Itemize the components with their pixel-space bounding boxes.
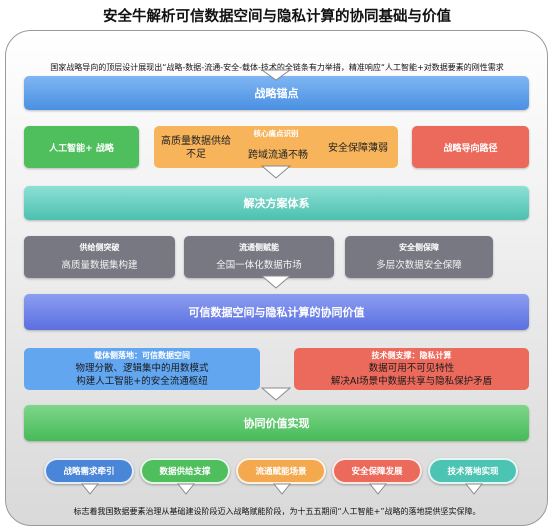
tech-side-box: 技术侧支撑：隐私计算 数据可用不可见特性 解决AI场景中数据共享与隐私保护矛盾 [294, 348, 529, 390]
solution-card-desc: 全国一体化数据市场 [216, 260, 302, 271]
pain-point-item: 安全保障薄弱 [328, 142, 388, 154]
page-title: 安全牛解析可信数据空间与隐私计算的协同基础与价值 [103, 8, 451, 25]
pill-tech-landing: 技术落地实现 [428, 458, 518, 484]
top-note: 国家战略导向的顶层设计展现出“战略-数据-流通-安全-载体-技术的全链条有力举措… [50, 62, 504, 72]
solution-card-desc: 多层次数据安全保障 [376, 260, 462, 271]
core-pain-points-title: 核心痛点识别 [253, 128, 299, 138]
carrier-side-box: 载体侧落地：可信数据空间 物理分散、逻辑集中的用数模式 构建人工智能+的安全流通… [24, 348, 260, 390]
band-solution-system: 解决方案体系 [24, 186, 529, 220]
pill-data-supply: 数据供给支撑 [140, 458, 230, 484]
solution-card-supply: 供给侧突破 高质量数据集构建 [24, 236, 175, 278]
band-synergy-value: 可信数据空间与隐私计算的协同价值 [24, 294, 529, 330]
pill-strategy-demand: 战略需求牵引 [44, 458, 134, 484]
tech-side-line: 解决AI场景中数据共享与隐私保护矛盾 [330, 376, 493, 387]
solution-card-security: 安全侧保障 多层次数据安全保障 [345, 236, 493, 278]
tech-side-line: 数据可用不可见特性 [368, 363, 455, 374]
solution-card-circulation: 流通侧赋能 全国一体化数据市场 [184, 236, 334, 278]
tech-side-title: 技术侧支撑：隐私计算 [371, 351, 452, 360]
carrier-side-line: 构建人工智能+的安全流通枢纽 [76, 376, 208, 387]
pill-circulation-scene: 流通赋能场景 [236, 458, 326, 484]
solution-card-desc: 高质量数据集构建 [61, 260, 138, 271]
ai-plus-strategy-box: 人工智能+ 战略 [24, 126, 139, 168]
solution-card-title: 流通侧赋能 [239, 242, 279, 252]
core-pain-points-box: 核心痛点识别 高质量数据供给不足 跨域流通不畅 安全保障薄弱 [154, 126, 398, 168]
carrier-side-title: 载体侧落地：可信数据空间 [94, 351, 190, 360]
carrier-side-line: 物理分散、逻辑集中的用数模式 [75, 363, 209, 374]
solution-card-title: 供给侧突破 [79, 242, 120, 252]
band-value-realization: 协同价值实现 [24, 405, 529, 441]
solution-card-title: 安全侧保障 [399, 242, 439, 252]
strategy-path-box: 战略导向路径 [412, 126, 529, 168]
bottom-note: 标志着我国数据要素治理从基础建设阶段迈入战略赋能阶段，为十五五期间“人工智能+”… [73, 506, 481, 516]
pill-security-development: 安全保障发展 [332, 458, 422, 484]
pain-point-item: 跨域流通不畅 [248, 149, 308, 161]
band-strategy-anchor: 战略锚点 [24, 76, 529, 110]
pain-point-item: 高质量数据供给不足 [161, 136, 231, 160]
